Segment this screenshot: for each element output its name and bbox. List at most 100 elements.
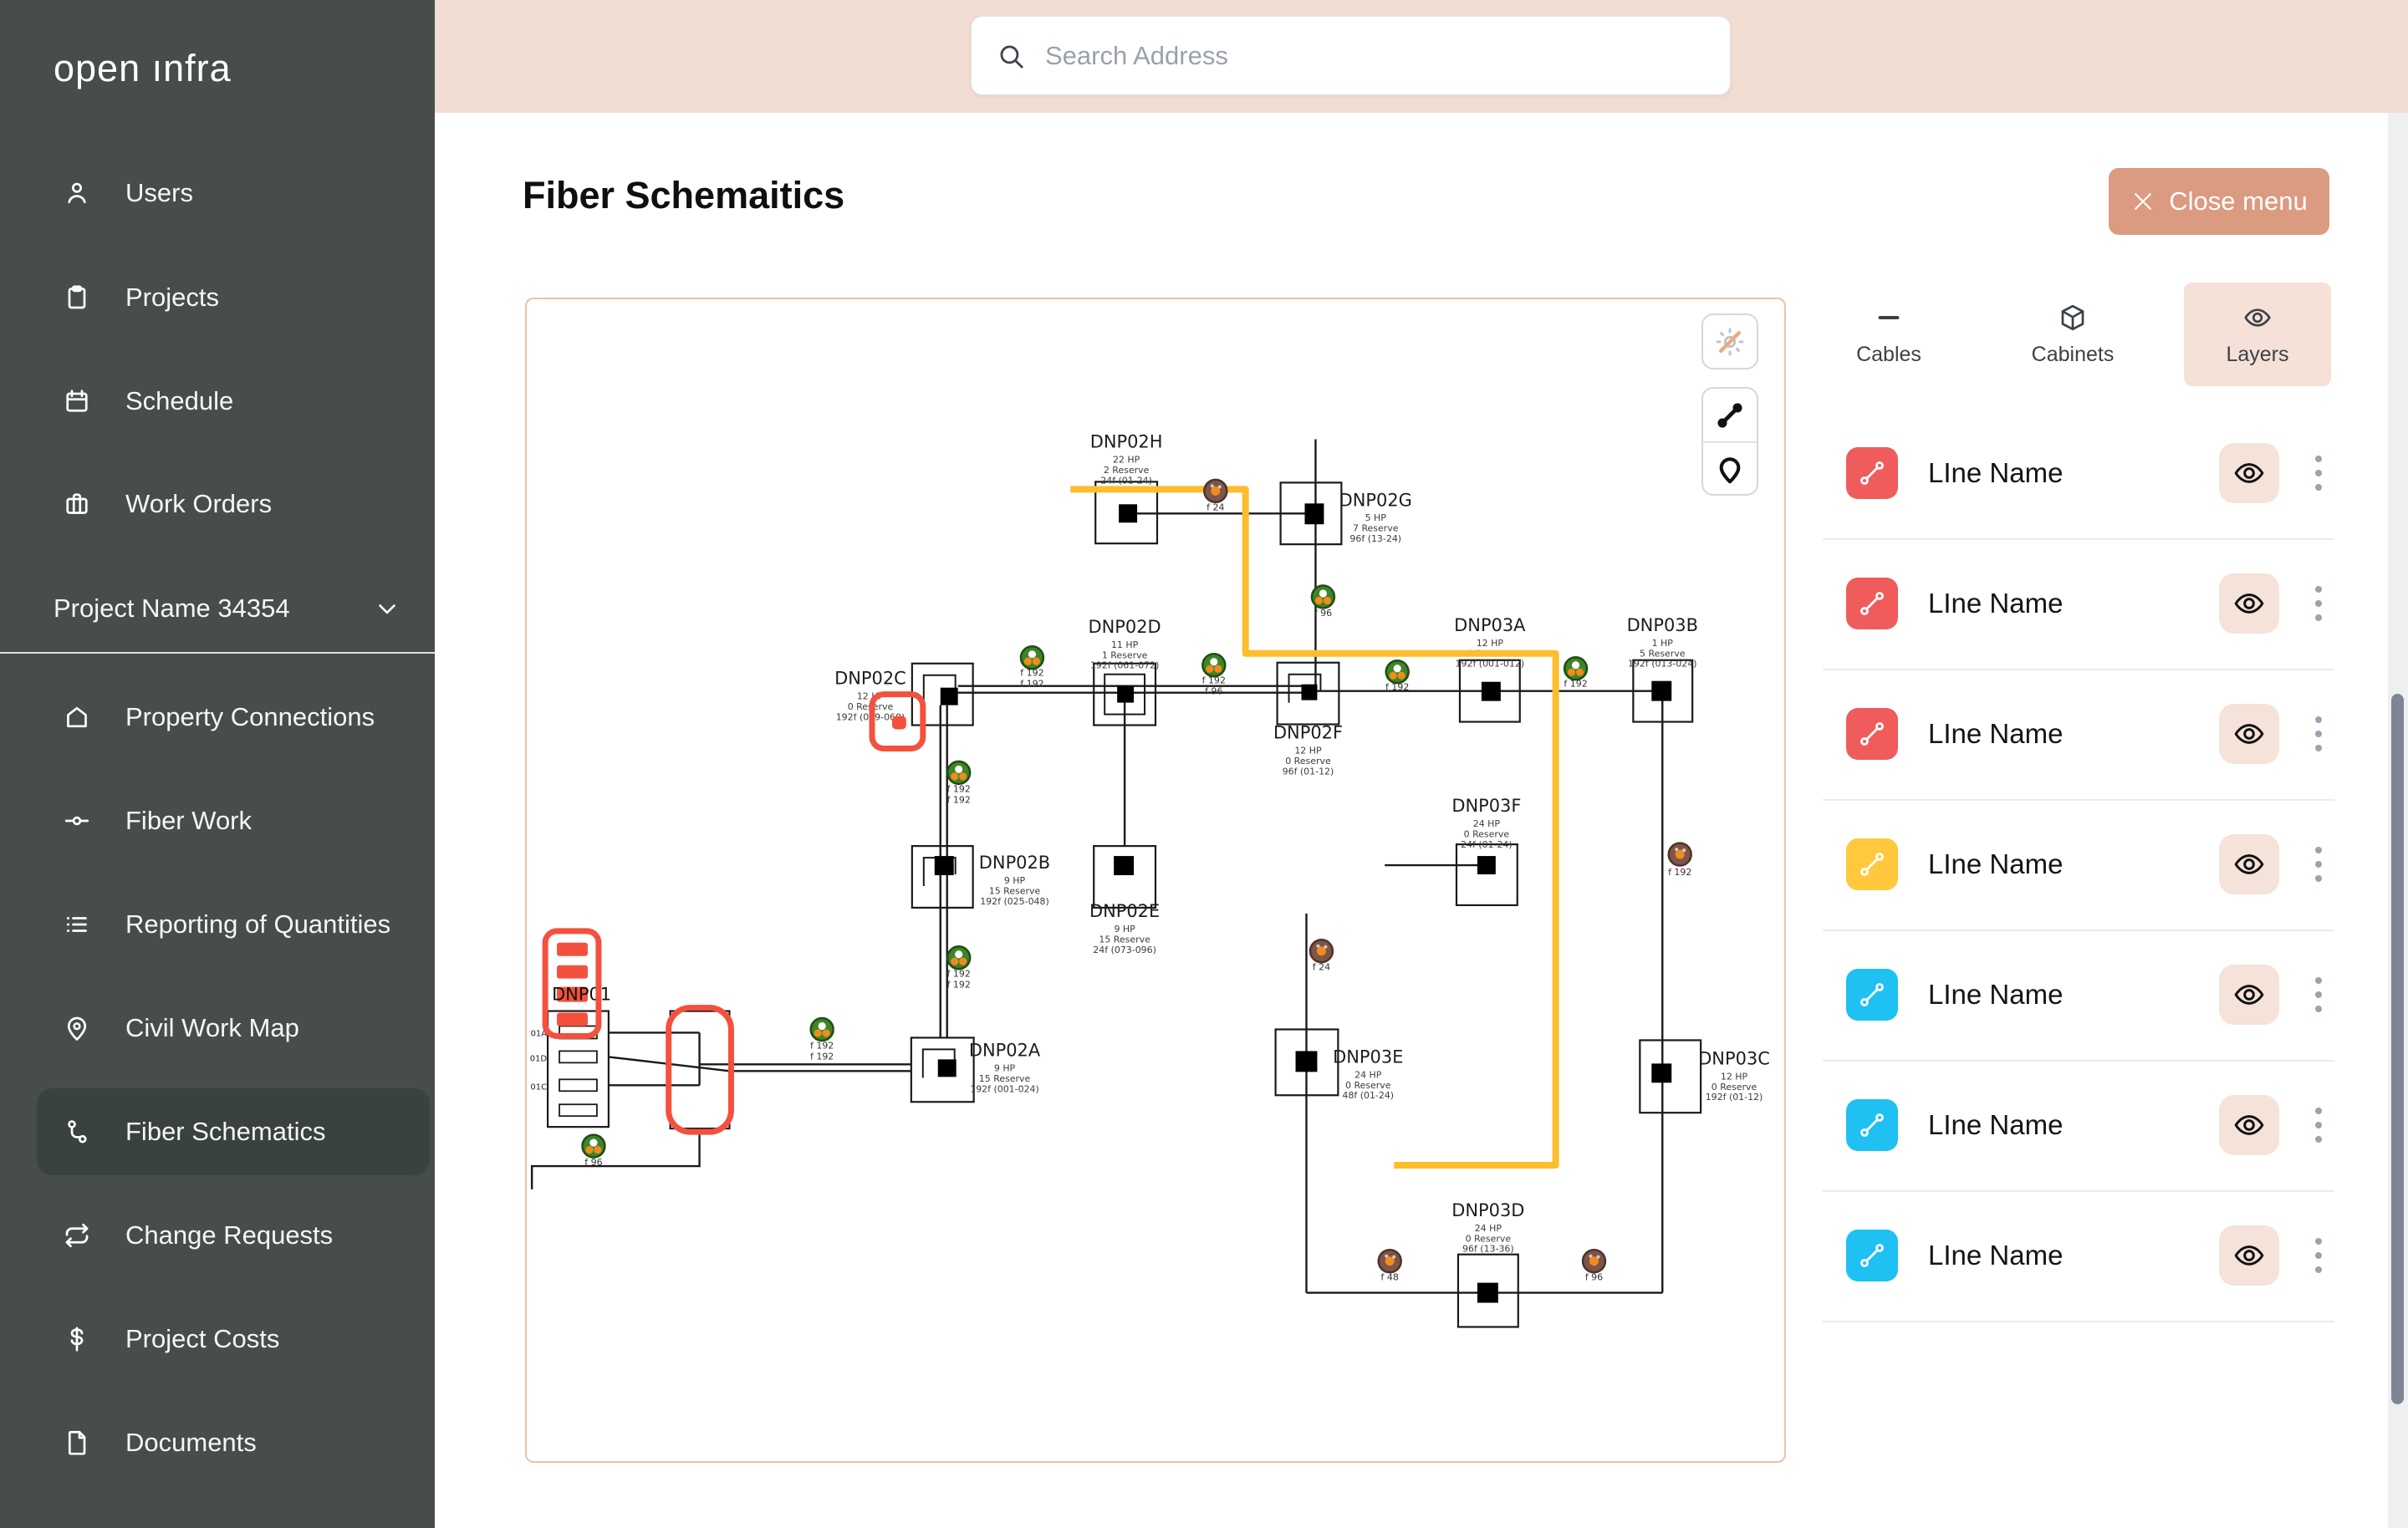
tab-layers[interactable]: Layers <box>2184 283 2331 386</box>
cable-marker[interactable]: f 96 <box>581 1133 606 1168</box>
sidebar-item-property-connections[interactable]: Property Connections <box>0 674 435 761</box>
cable-marker[interactable]: f 24 <box>1203 478 1228 512</box>
node-sublabel: 0 Reserve <box>1712 1082 1758 1093</box>
cable-marker[interactable]: f 192f 192 <box>946 945 972 991</box>
layer-options-button[interactable] <box>2306 839 2331 889</box>
layer-options-button[interactable] <box>2306 1230 2331 1281</box>
topbar <box>435 0 2408 113</box>
cable-marker[interactable]: f 24 <box>1309 939 1334 973</box>
project-selector[interactable]: Project Name 34354 <box>0 565 435 652</box>
node-sublabel: 0 Reserve <box>1345 1080 1391 1091</box>
node-sublabel: 24f (073-096) <box>1093 945 1156 955</box>
tab-cabinets[interactable]: Cabinets <box>2010 283 2135 386</box>
map-tool-measure-line-button[interactable] <box>1703 389 1757 441</box>
briefcase-icon <box>62 489 92 519</box>
layer-visibility-button[interactable] <box>2219 1225 2279 1286</box>
layer-options-button[interactable] <box>2306 709 2331 759</box>
layer-row[interactable]: LIne Name <box>1823 538 2334 669</box>
search-box <box>971 16 1731 95</box>
sidebar-item-documents[interactable]: Documents <box>0 1399 435 1486</box>
map-tool-disabled-settings-button[interactable] <box>1701 313 1758 369</box>
layer-visibility-button[interactable] <box>2219 704 2279 764</box>
map-tool-location-button[interactable] <box>1703 441 1757 496</box>
cabinet-box[interactable] <box>546 1010 610 1128</box>
marker-label: f 192 <box>1385 682 1409 693</box>
layer-row[interactable]: LIne Name <box>1823 669 2334 799</box>
layer-row[interactable]: LIne Name <box>1823 799 2334 930</box>
marker-label: f 96 <box>1205 686 1222 697</box>
marker-label: f 192 <box>1020 679 1043 690</box>
sidebar-item-fiber-schematics[interactable]: Fiber Schematics <box>37 1088 430 1175</box>
node-splice-square <box>1477 1282 1498 1303</box>
layer-row[interactable]: LIne Name <box>1823 1190 2334 1321</box>
layer-options-button[interactable] <box>2306 448 2331 498</box>
cable-marker[interactable]: f 96 <box>1581 1248 1607 1283</box>
layer-divider <box>1823 930 2334 931</box>
cable-marker[interactable]: f 192 <box>1385 660 1410 693</box>
sidebar-item-users[interactable]: Users <box>0 150 435 237</box>
sidebar-item-work-orders[interactable]: Work Orders <box>0 461 435 548</box>
scrollbar-thumb[interactable] <box>2391 694 2404 1404</box>
cable-marker[interactable]: f 192f 96 <box>1201 653 1227 697</box>
sidebar-item-reporting-of-quantities[interactable]: Reporting of Quantities <box>0 881 435 968</box>
node-sublabel: 9 HP <box>1004 875 1026 886</box>
sidebar-item-fiber-work[interactable]: Fiber Work <box>0 777 435 864</box>
sidebar-divider <box>0 652 435 654</box>
node-label: DNP02G <box>1339 490 1412 510</box>
layer-visibility-button[interactable] <box>2219 834 2279 894</box>
layer-visibility-button[interactable] <box>2219 443 2279 503</box>
node-label: DNP03D <box>1451 1200 1524 1220</box>
cable-marker[interactable]: f 192f 192 <box>809 1016 834 1062</box>
layer-row[interactable]: LIne Name <box>1823 1060 2334 1190</box>
layer-row[interactable]: LIne Name <box>1823 930 2334 1060</box>
sidebar-item-change-requests[interactable]: Change Requests <box>0 1192 435 1279</box>
cable-marker[interactable]: f 48 <box>1377 1248 1402 1283</box>
node-splice-square <box>1119 504 1138 523</box>
cabinet-port-label: 01A <box>531 1029 548 1038</box>
layer-visibility-button[interactable] <box>2219 965 2279 1025</box>
cable-marker[interactable]: f 192 <box>1563 656 1589 690</box>
node-label: DNP03E <box>1333 1047 1403 1067</box>
eye-icon <box>2232 848 2266 881</box>
marker-label: f 192 <box>947 969 971 980</box>
marker-label: f 192 <box>947 980 971 991</box>
clipboard-icon <box>62 283 92 313</box>
cable-marker[interactable]: f 192 <box>1667 842 1692 878</box>
sidebar-item-schedule[interactable]: Schedule <box>0 358 435 445</box>
layer-row[interactable]: LIne Name <box>1823 408 2334 538</box>
layer-visibility-button[interactable] <box>2219 1095 2279 1155</box>
layer-options-button[interactable] <box>2306 1100 2331 1150</box>
close-menu-button[interactable]: Close menu <box>2109 168 2329 235</box>
user-icon <box>62 178 92 208</box>
node-sublabel: 192f (025-048) <box>980 896 1049 907</box>
cable-marker[interactable]: f 192f 192 <box>946 760 972 805</box>
layer-options-button[interactable] <box>2306 578 2331 629</box>
layer-visibility-button[interactable] <box>2219 573 2279 634</box>
cabinet-port <box>559 1103 598 1118</box>
page-title: Fiber Schemaitics <box>523 174 845 216</box>
search-input[interactable] <box>1043 39 1707 72</box>
eye-icon <box>2232 1108 2266 1142</box>
layer-options-button[interactable] <box>2306 970 2331 1020</box>
node-label: DNP02B <box>979 853 1050 873</box>
tab-cables[interactable]: Cables <box>1826 283 1951 386</box>
sidebar-item-project-costs[interactable]: Project Costs <box>0 1296 435 1383</box>
sidebar-item-civil-work-map[interactable]: Civil Work Map <box>0 985 435 1072</box>
cable-marker[interactable]: f 192f 192 <box>1019 645 1045 690</box>
node-sublabel: 5 Reserve <box>1640 648 1686 659</box>
cable-marker[interactable]: f 96 <box>1310 584 1336 619</box>
sidebar-item-projects[interactable]: Projects <box>0 254 435 341</box>
